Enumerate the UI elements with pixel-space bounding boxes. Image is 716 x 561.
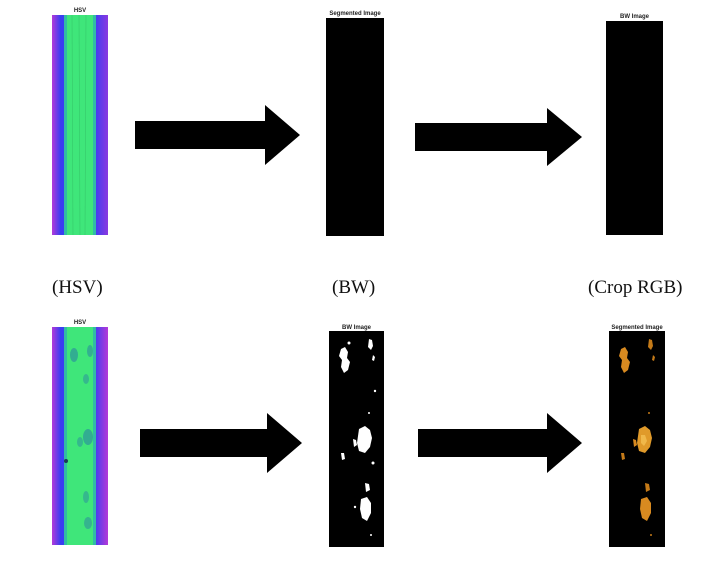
caption-hsv: (HSV) [52, 277, 103, 298]
top-hsv-title: HSV [73, 8, 87, 14]
top-segmented-image [326, 18, 384, 236]
bottom-arrow-1 [140, 413, 302, 473]
top-segmented-title: Segmented Image [329, 11, 381, 17]
top-bw-image [606, 21, 663, 235]
bottom-hsv-image [52, 327, 108, 545]
top-hsv-image [52, 15, 108, 235]
bottom-arrow-2 [418, 413, 582, 473]
bottom-segmented-image [609, 331, 665, 547]
top-arrow-2 [415, 108, 582, 166]
bottom-segmented-title: Segmented Image [611, 325, 663, 331]
bottom-hsv-title: HSV [73, 320, 87, 326]
top-arrow-1 [135, 105, 300, 165]
caption-bw: (BW) [332, 277, 376, 298]
caption-crop-rgb: (Crop RGB) [588, 277, 683, 298]
bottom-bw-image [329, 331, 384, 547]
bottom-bw-title: BW Image [341, 325, 371, 331]
top-bw-title: BW Image [619, 14, 649, 20]
